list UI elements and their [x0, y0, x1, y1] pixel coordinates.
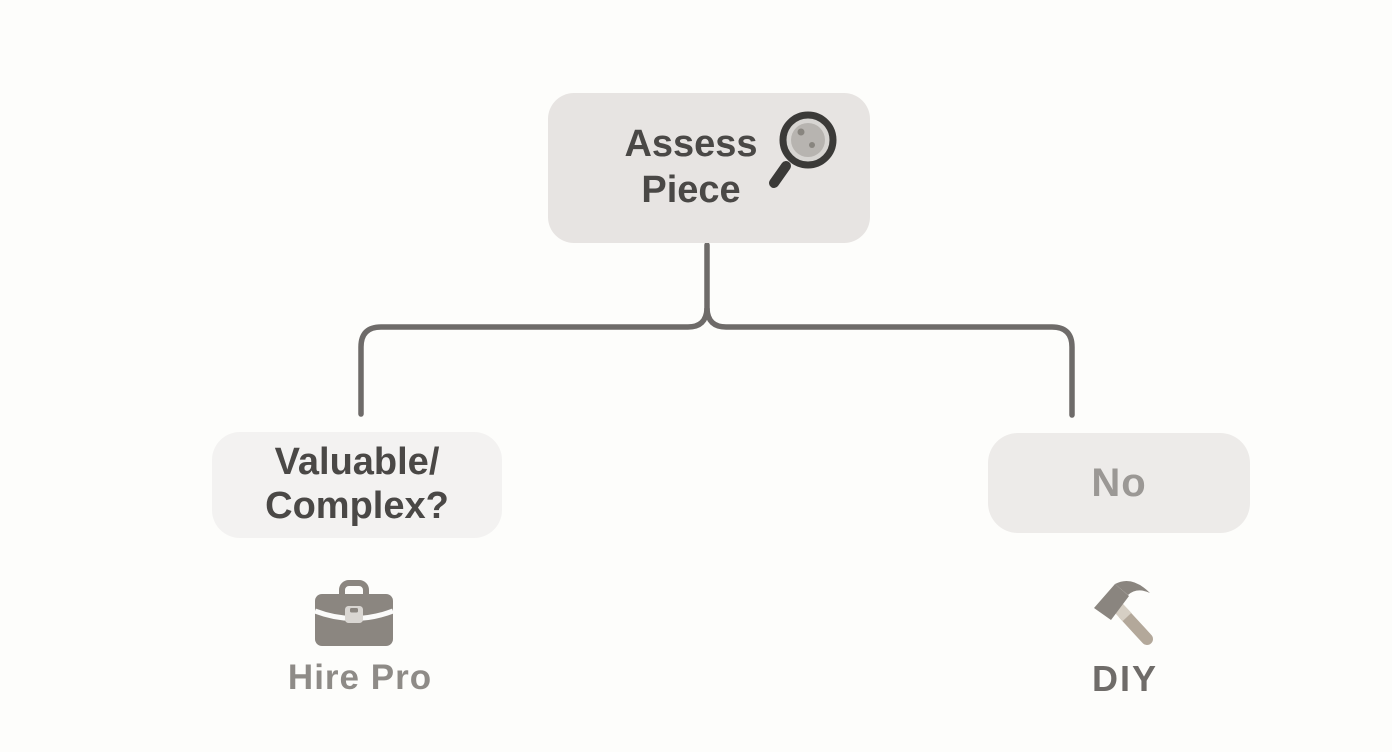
node-valuable-complex-line1: Valuable/	[274, 441, 440, 484]
node-no: No	[988, 433, 1250, 533]
node-assess-piece-line2: Piece	[641, 169, 741, 211]
hammer-icon	[1094, 581, 1153, 645]
node-assess-piece: Assess Piece	[548, 93, 870, 243]
connector-right-branch	[704, 306, 1075, 418]
node-assess-piece-line1: Assess	[624, 123, 758, 166]
outcome-hire-pro: Hire Pro	[287, 658, 433, 697]
node-valuable-complex: Valuable/ Complex?	[212, 432, 502, 538]
connector-left-branch	[358, 306, 710, 417]
node-valuable-complex-line2: Complex?	[265, 485, 449, 527]
outcome-diy: DIY	[1091, 658, 1158, 699]
briefcase-icon	[314, 580, 394, 646]
node-no-label: No	[1091, 460, 1147, 505]
